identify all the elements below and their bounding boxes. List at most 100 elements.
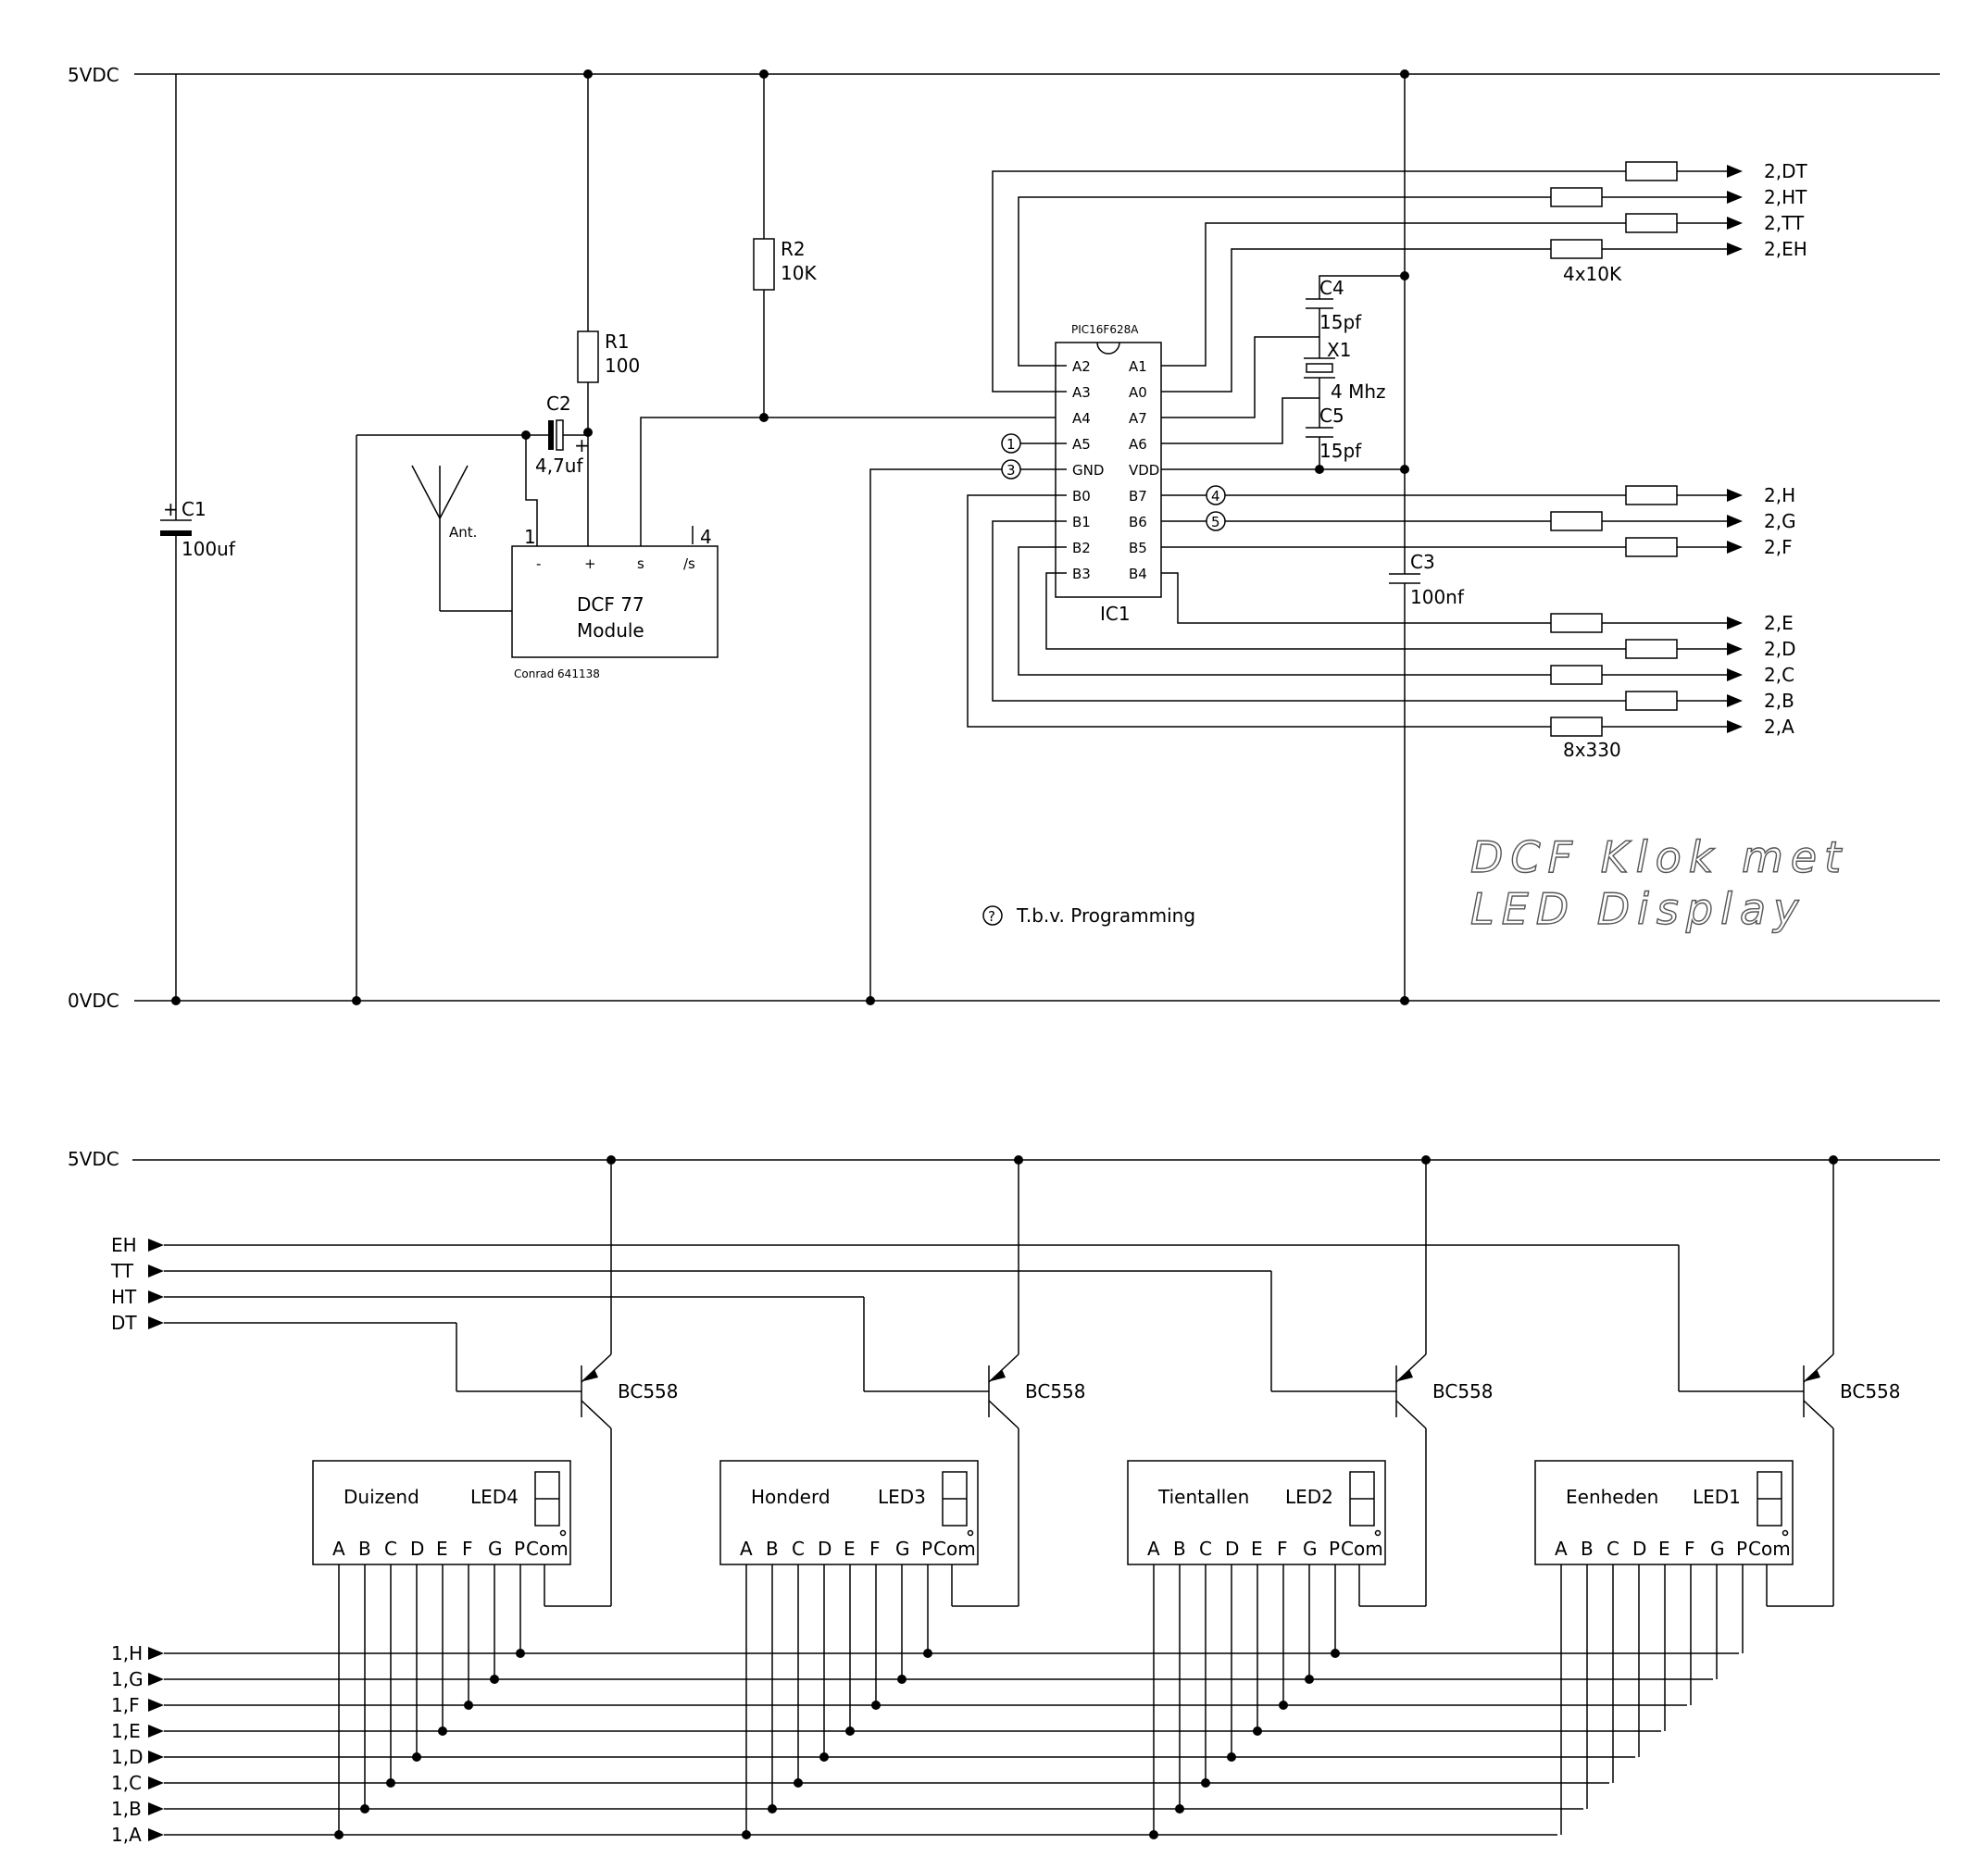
transistor-label: BC558 — [1840, 1380, 1901, 1402]
display-pin-p: P — [1736, 1538, 1747, 1560]
display-pin-d: D — [1632, 1538, 1646, 1560]
ic1-pin-b3: B3 — [1072, 566, 1091, 582]
display-pin-b: B — [1581, 1538, 1594, 1560]
output-resistor — [1550, 511, 1603, 531]
junction-dot — [1175, 1804, 1184, 1813]
seg-input-1-d: 1,D — [111, 1746, 143, 1768]
junction-dot — [768, 1804, 777, 1813]
seg-input-1-e: 1,E — [111, 1720, 141, 1742]
ic1-pin-a3: A3 — [1072, 384, 1091, 401]
display-pin-p: P — [921, 1538, 932, 1560]
display-pin-f: F — [1684, 1538, 1695, 1560]
ic1-pin-b0: B0 — [1072, 488, 1091, 505]
r1-value: 100 — [605, 355, 640, 377]
title-line1: DCF Klok met — [1470, 832, 1848, 882]
junction-dot — [464, 1701, 473, 1710]
output-resistor — [1625, 213, 1678, 233]
junction-dot — [1305, 1675, 1314, 1684]
display-pin-a: A — [1147, 1538, 1160, 1560]
display-pin-f: F — [462, 1538, 473, 1560]
display-pin-g: G — [488, 1538, 503, 1560]
seg-input-1-c: 1,C — [111, 1772, 142, 1794]
display-pin-e: E — [844, 1538, 856, 1560]
junction-dot — [742, 1830, 751, 1839]
emitter-arrow-icon — [1806, 1369, 1820, 1381]
arrow-icon — [148, 1699, 164, 1712]
display-pin-g: G — [1303, 1538, 1318, 1560]
arrow-icon — [148, 1265, 164, 1277]
junction-dot — [1201, 1778, 1210, 1788]
junction-dot — [516, 1649, 525, 1658]
display-pin-c: C — [1607, 1538, 1619, 1560]
resistor-note-bottom: 8x330 — [1563, 739, 1621, 761]
display-ref: LED3 — [878, 1486, 926, 1508]
arrow-icon — [1727, 191, 1743, 204]
seg-input-1-a: 1,A — [111, 1824, 142, 1846]
digit-input-eh: EH — [111, 1234, 137, 1256]
output-label-2-eh: 2,EH — [1764, 238, 1807, 260]
ic1-pin-gnd: GND — [1072, 462, 1104, 479]
transistor-label: BC558 — [1432, 1380, 1494, 1402]
arrow-icon — [1727, 217, 1743, 230]
ic1-ref: IC1 — [1100, 603, 1131, 625]
junction-dot — [1331, 1649, 1340, 1658]
display-pin-p: P — [1329, 1538, 1340, 1560]
display-box — [312, 1460, 571, 1565]
arrow-icon — [1727, 694, 1743, 707]
digit-input-tt: TT — [110, 1260, 134, 1282]
arrow-icon — [1727, 243, 1743, 255]
arrow-icon — [148, 1647, 164, 1660]
output-label-2-tt: 2,TT — [1764, 212, 1805, 234]
display-pin-e: E — [1658, 1538, 1670, 1560]
c5-value: 15pf — [1319, 440, 1362, 462]
transistor-emitter — [1803, 1353, 1834, 1383]
c4-value: 15pf — [1319, 311, 1362, 333]
display-pin-f: F — [1277, 1538, 1288, 1560]
x1-ref: X1 — [1327, 339, 1351, 361]
junction-dot — [1014, 1155, 1023, 1165]
output-resistor — [1550, 613, 1603, 633]
display-pin-e: E — [1251, 1538, 1263, 1560]
display-box — [1534, 1460, 1794, 1565]
junction-dot — [334, 1830, 344, 1839]
junction-dot — [360, 1804, 369, 1813]
output-label-2-dt: 2,DT — [1764, 160, 1807, 182]
display-name: Honderd — [751, 1486, 831, 1508]
output-resistor — [1625, 485, 1678, 505]
junction-dot — [1829, 1155, 1838, 1165]
display-pin-b: B — [358, 1538, 371, 1560]
ic1-pin-b6: B6 — [1129, 514, 1147, 530]
marker-4: 4 — [1206, 485, 1226, 505]
arrow-icon — [148, 1316, 164, 1329]
programming-note: T.b.v. Programming — [1016, 904, 1195, 927]
transistor-label: BC558 — [1025, 1380, 1086, 1402]
transistor-emitter — [581, 1353, 612, 1383]
junction-dot — [819, 1752, 829, 1762]
emitter-arrow-icon — [991, 1369, 1006, 1381]
emitter-arrow-icon — [583, 1369, 598, 1381]
r2-value: 10K — [781, 262, 817, 284]
marker-question: ? — [982, 905, 1003, 926]
transistor-bc558: BC558 — [1395, 1160, 1494, 1429]
arrow-icon — [1727, 720, 1743, 733]
crystal-x1: C4 15pf X1 4 Mhz C5 15pf — [1304, 275, 1405, 469]
display-pin-f: F — [869, 1538, 881, 1560]
ic1-pin-vdd: VDD — [1129, 462, 1159, 479]
dcf-pin1: 1 — [524, 526, 536, 548]
resistor-r2: R2 10K — [753, 74, 817, 418]
marker-1: 1 — [1001, 433, 1067, 454]
output-resistor — [1625, 639, 1678, 659]
dcf77-module: - + s /s DCF 77 Module 1 4 Conrad 641138 — [511, 526, 719, 680]
transistor-collector — [1803, 1400, 1834, 1429]
arrow-icon — [148, 1776, 164, 1789]
seg-input-1-b: 1,B — [111, 1798, 142, 1820]
x1-value: 4 Mhz — [1331, 380, 1386, 403]
display-ref: LED1 — [1693, 1486, 1741, 1508]
dcf-pin-ns: /s — [683, 555, 695, 572]
arrow-icon — [148, 1725, 164, 1738]
display-pin-c: C — [384, 1538, 397, 1560]
ic1-pin-a0: A0 — [1129, 384, 1147, 401]
display-box — [719, 1460, 979, 1565]
display-pin-g: G — [895, 1538, 910, 1560]
